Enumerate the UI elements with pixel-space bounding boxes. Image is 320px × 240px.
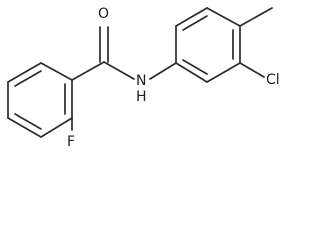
chloromethylphenyl-ring xyxy=(175,7,241,83)
substituents xyxy=(71,7,273,131)
double-bond-inner xyxy=(182,59,208,75)
bond xyxy=(40,117,73,138)
bond xyxy=(71,61,105,81)
bond xyxy=(103,61,135,80)
atom-label-fluorine: F xyxy=(67,134,75,150)
double-bond-inner xyxy=(182,15,208,31)
bond xyxy=(40,62,73,81)
bond xyxy=(206,7,241,27)
amide-group xyxy=(71,26,177,81)
bond xyxy=(7,117,42,138)
bond xyxy=(7,62,42,83)
atom-label-nitrogen: N xyxy=(136,73,146,89)
bond xyxy=(175,7,208,27)
chloro-bond xyxy=(239,62,265,78)
double-bond-inner xyxy=(14,113,42,130)
double-bond-inner xyxy=(14,70,42,87)
bond xyxy=(206,62,241,83)
atom-label-oxygen: O xyxy=(98,6,109,22)
atom-label-hydrogen: H xyxy=(136,89,147,105)
bond xyxy=(175,62,208,83)
chemical-structure-diagram: O N H Cl F xyxy=(7,6,280,150)
atom-label-chlorine: Cl xyxy=(266,72,280,88)
fluorophenyl-ring xyxy=(7,62,73,138)
bond xyxy=(149,62,177,80)
methyl-bond xyxy=(239,7,273,27)
